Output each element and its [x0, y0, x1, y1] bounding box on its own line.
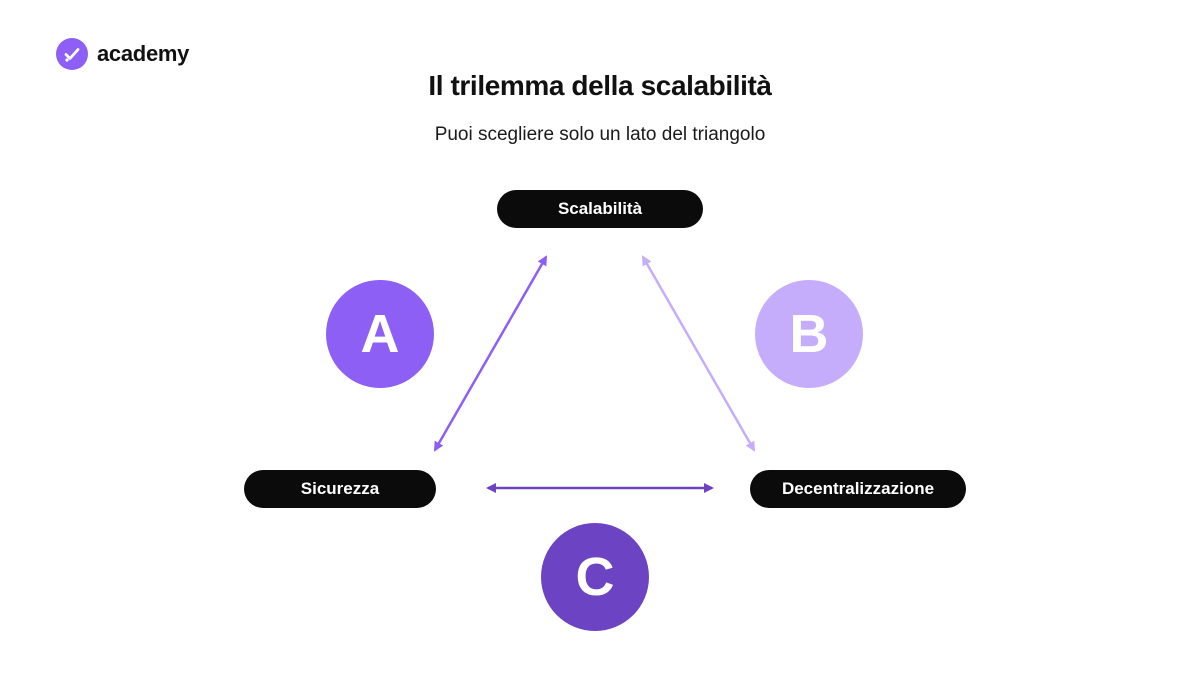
node-decentralizzazione: Decentralizzazione: [750, 470, 966, 508]
arrow-side-b: [641, 255, 756, 452]
arrow-side-a: [433, 255, 548, 452]
brand-name: academy: [97, 41, 190, 66]
side-b-badge: B: [755, 280, 863, 388]
page-subtitle: Puoi scegliere solo un lato del triangol…: [434, 124, 766, 145]
checkmark-icon: [56, 38, 88, 70]
side-a-badge: A: [326, 280, 434, 388]
node-scalabilita: Scalabilità: [497, 190, 703, 228]
page-title: Il trilemma della scalabilità: [428, 70, 772, 101]
brand-logo: academy: [56, 38, 189, 70]
side-c-badge: C: [541, 523, 649, 631]
node-sicurezza: Sicurezza: [244, 470, 436, 508]
